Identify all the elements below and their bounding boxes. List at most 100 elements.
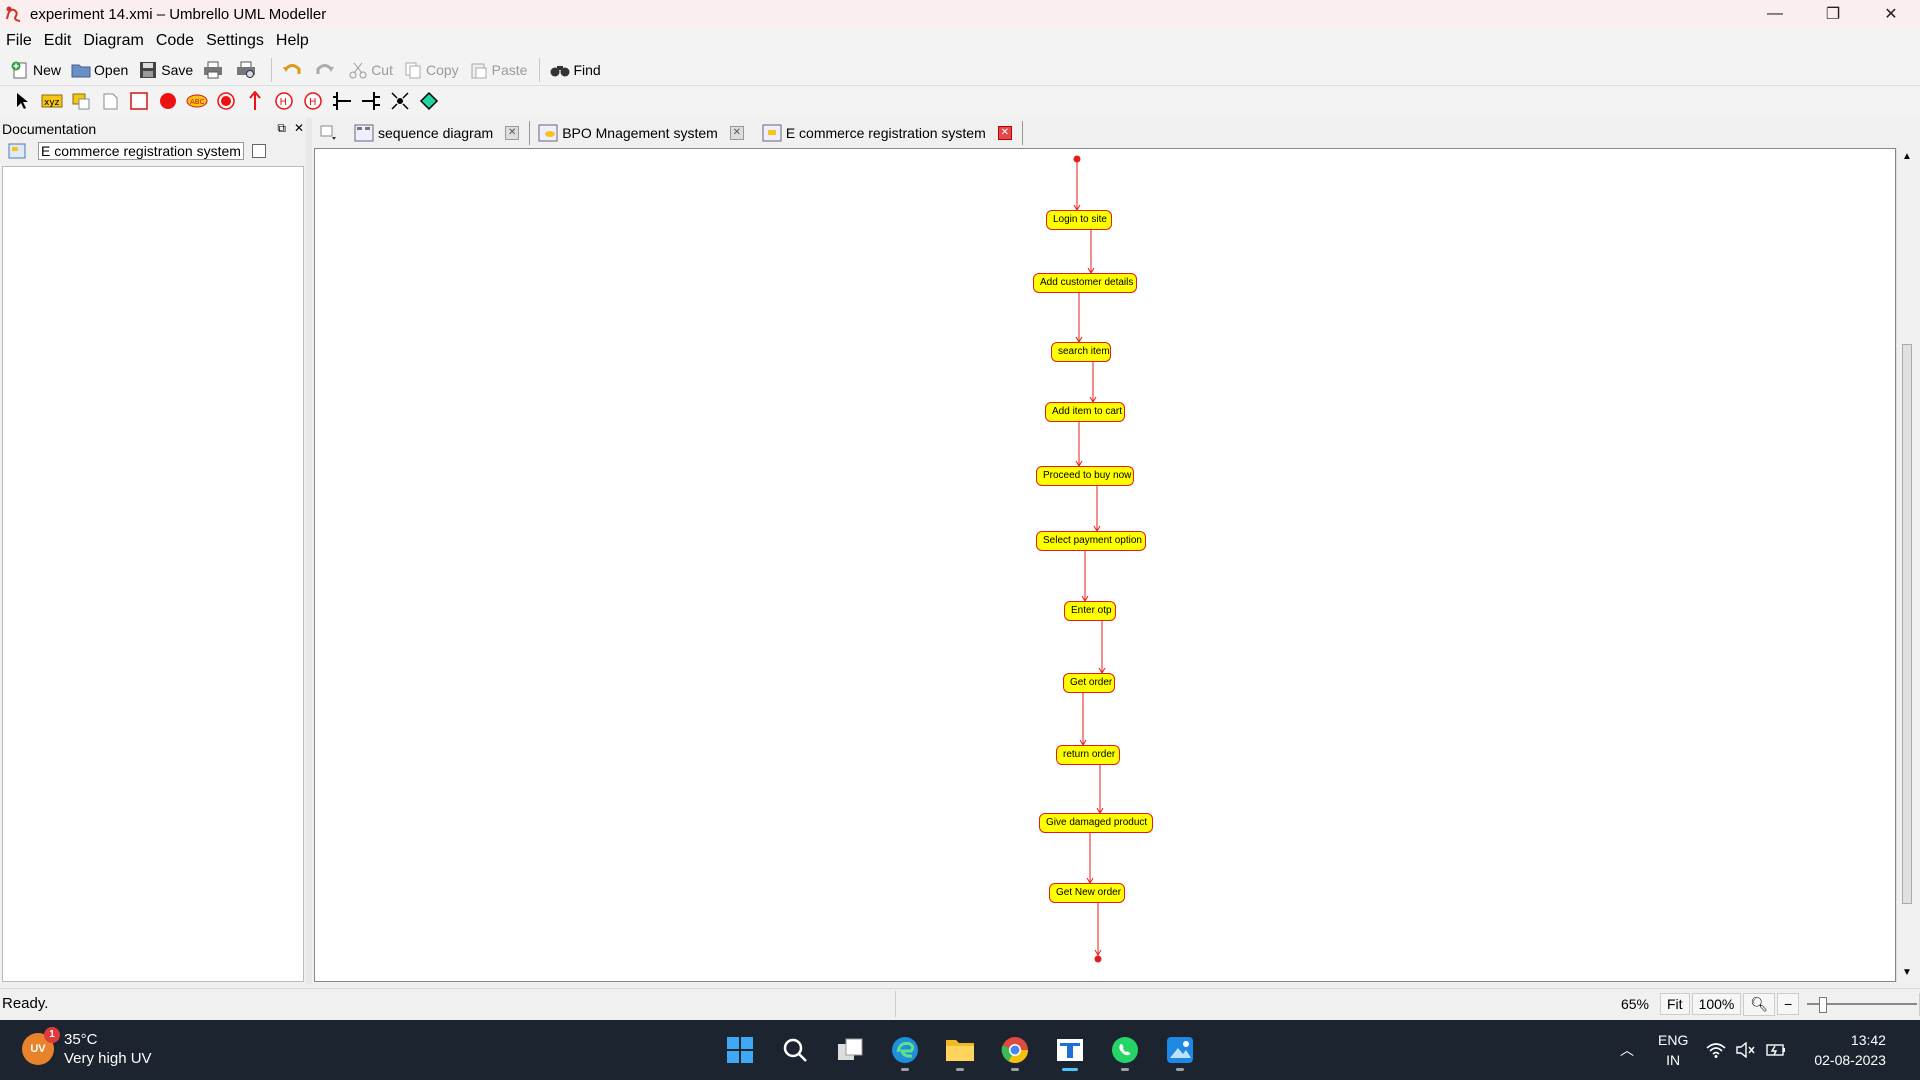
close-panel-icon[interactable]: ✕: [293, 121, 304, 135]
menu-file[interactable]: File: [6, 32, 32, 49]
start-button[interactable]: [718, 1028, 762, 1072]
initial-node[interactable]: [1073, 155, 1081, 163]
battery-icon[interactable]: [1766, 1043, 1786, 1057]
taskbar-photos[interactable]: [1158, 1028, 1202, 1072]
menu-diagram[interactable]: Diagram: [83, 32, 144, 49]
input-language[interactable]: ENG IN: [1658, 1032, 1689, 1068]
paste-button[interactable]: Paste: [465, 56, 532, 84]
minimize-button[interactable]: —: [1767, 5, 1783, 22]
close-button[interactable]: ✕: [1884, 6, 1898, 23]
menu-settings[interactable]: Settings: [206, 32, 264, 49]
vertical-scrollbar[interactable]: ▲ ▼: [1896, 148, 1916, 982]
scroll-thumb[interactable]: [1902, 344, 1912, 904]
junction-tool[interactable]: [385, 88, 414, 114]
redo-button[interactable]: [311, 56, 342, 84]
taskbar-umbrello[interactable]: [1048, 1028, 1092, 1072]
fork-icon: [332, 92, 351, 110]
show-hidden-icons-chevron-icon[interactable]: ︿: [1620, 1042, 1634, 1058]
tab-label: BPO Mnagement system: [562, 125, 718, 141]
tab-list-button[interactable]: [314, 120, 346, 146]
close-tab-icon[interactable]: ✕: [997, 126, 1012, 140]
redo-icon: [315, 60, 335, 80]
zoom-minus-icon[interactable]: −: [1777, 993, 1800, 1015]
chrome-browser-icon: [1001, 1037, 1029, 1064]
activity-node[interactable]: Add item to cart: [1045, 402, 1125, 422]
find-button[interactable]: Find: [546, 56, 604, 84]
activity-flows: [1073, 155, 1106, 963]
documentation-textarea[interactable]: [2, 166, 304, 982]
menu-code[interactable]: Code: [155, 32, 195, 49]
taskbar-whatsapp[interactable]: [1103, 1028, 1147, 1072]
activity-node[interactable]: Select payment option: [1036, 531, 1146, 551]
documentation-checkbox[interactable]: [251, 144, 266, 158]
svg-text:ABC: ABC: [190, 98, 204, 106]
box-tool[interactable]: [95, 88, 124, 114]
scroll-down-arrow-icon[interactable]: ▼: [1902, 967, 1912, 978]
zoom-fit-button[interactable]: Fit: [1660, 993, 1690, 1015]
tab-divider: [529, 121, 531, 145]
taskbar-chrome[interactable]: [993, 1028, 1037, 1072]
restore-button[interactable]: ❐: [1825, 6, 1841, 23]
menu-edit[interactable]: Edit: [43, 32, 72, 49]
activity-label-tool[interactable]: ABC: [182, 88, 211, 114]
activity-node[interactable]: Proceed to buy now: [1036, 466, 1134, 486]
shallow-history-tool[interactable]: H: [298, 88, 327, 114]
note-tool[interactable]: [66, 88, 95, 114]
menu-help[interactable]: Help: [275, 32, 309, 49]
final-state-tool[interactable]: [211, 88, 240, 114]
join-tool[interactable]: [356, 88, 385, 114]
tab-e-commerce-registration-system[interactable]: E commerce registration system ✕: [754, 119, 1022, 147]
activity-node[interactable]: Add customer details: [1033, 273, 1137, 293]
activity-node[interactable]: Get New order: [1049, 883, 1125, 903]
sequence-diagram-icon: [354, 124, 374, 142]
undo-button[interactable]: [278, 56, 309, 84]
new-button[interactable]: New: [6, 56, 65, 84]
print-button[interactable]: [199, 56, 230, 84]
activity-node[interactable]: search item: [1051, 342, 1111, 362]
taskbar-edge[interactable]: [883, 1028, 927, 1072]
anchor-tool[interactable]: xyz: [37, 88, 66, 114]
tab-sequence-diagram[interactable]: sequence diagram ✕: [346, 119, 529, 147]
panel-splitter[interactable]: [306, 118, 312, 984]
tab-bpo-management-system[interactable]: BPO Mnagement system ✕: [530, 119, 754, 147]
clock-date: 02-08-2023: [1814, 1052, 1886, 1068]
fork-tool[interactable]: [327, 88, 356, 114]
final-node[interactable]: [1094, 955, 1102, 963]
zoom-100-button[interactable]: 100%: [1691, 993, 1742, 1015]
select-tool[interactable]: [8, 88, 37, 114]
activity-node[interactable]: Get order: [1063, 673, 1115, 693]
zoom-out-icon[interactable]: 🔍︎: [1743, 992, 1776, 1016]
documentation-item-name[interactable]: E commerce registration system: [38, 142, 244, 160]
weather-widget[interactable]: UV 1 35°C Very high UV: [22, 1027, 152, 1068]
activity-node[interactable]: Enter otp: [1064, 601, 1116, 621]
task-view-button[interactable]: [828, 1028, 872, 1072]
initial-state-tool[interactable]: [153, 88, 182, 114]
cursor-arrow-icon: [16, 93, 28, 109]
float-panel-icon[interactable]: ⧉: [277, 121, 286, 135]
activity-node[interactable]: Login to site: [1046, 210, 1112, 230]
activity-node[interactable]: return order: [1056, 745, 1120, 765]
status-text: Ready.: [2, 995, 49, 1012]
activity-tool[interactable]: [124, 88, 153, 114]
close-tab-icon[interactable]: ✕: [729, 126, 744, 140]
copy-icon: [403, 60, 423, 80]
flow-tool[interactable]: [240, 88, 269, 114]
clock[interactable]: 13:42 02-08-2023: [1814, 1030, 1886, 1070]
choice-tool[interactable]: [414, 88, 443, 114]
wifi-icon[interactable]: [1706, 1042, 1726, 1058]
save-button[interactable]: Save: [134, 56, 197, 84]
copy-button[interactable]: Copy: [399, 56, 463, 84]
close-tab-icon[interactable]: ✕: [505, 126, 520, 140]
cut-button[interactable]: Cut: [344, 56, 397, 84]
print-preview-button[interactable]: [232, 56, 263, 84]
zoom-slider-knob[interactable]: [1819, 997, 1828, 1013]
search-button[interactable]: [773, 1028, 817, 1072]
open-button[interactable]: Open: [67, 56, 132, 84]
zoom-slider[interactable]: [1807, 995, 1918, 1013]
taskbar-file-explorer[interactable]: [938, 1028, 982, 1072]
deep-history-tool[interactable]: H: [269, 88, 298, 114]
scroll-up-arrow-icon[interactable]: ▲: [1902, 151, 1912, 162]
activity-node[interactable]: Give damaged product: [1039, 813, 1153, 833]
volume-muted-icon[interactable]: [1736, 1042, 1756, 1058]
